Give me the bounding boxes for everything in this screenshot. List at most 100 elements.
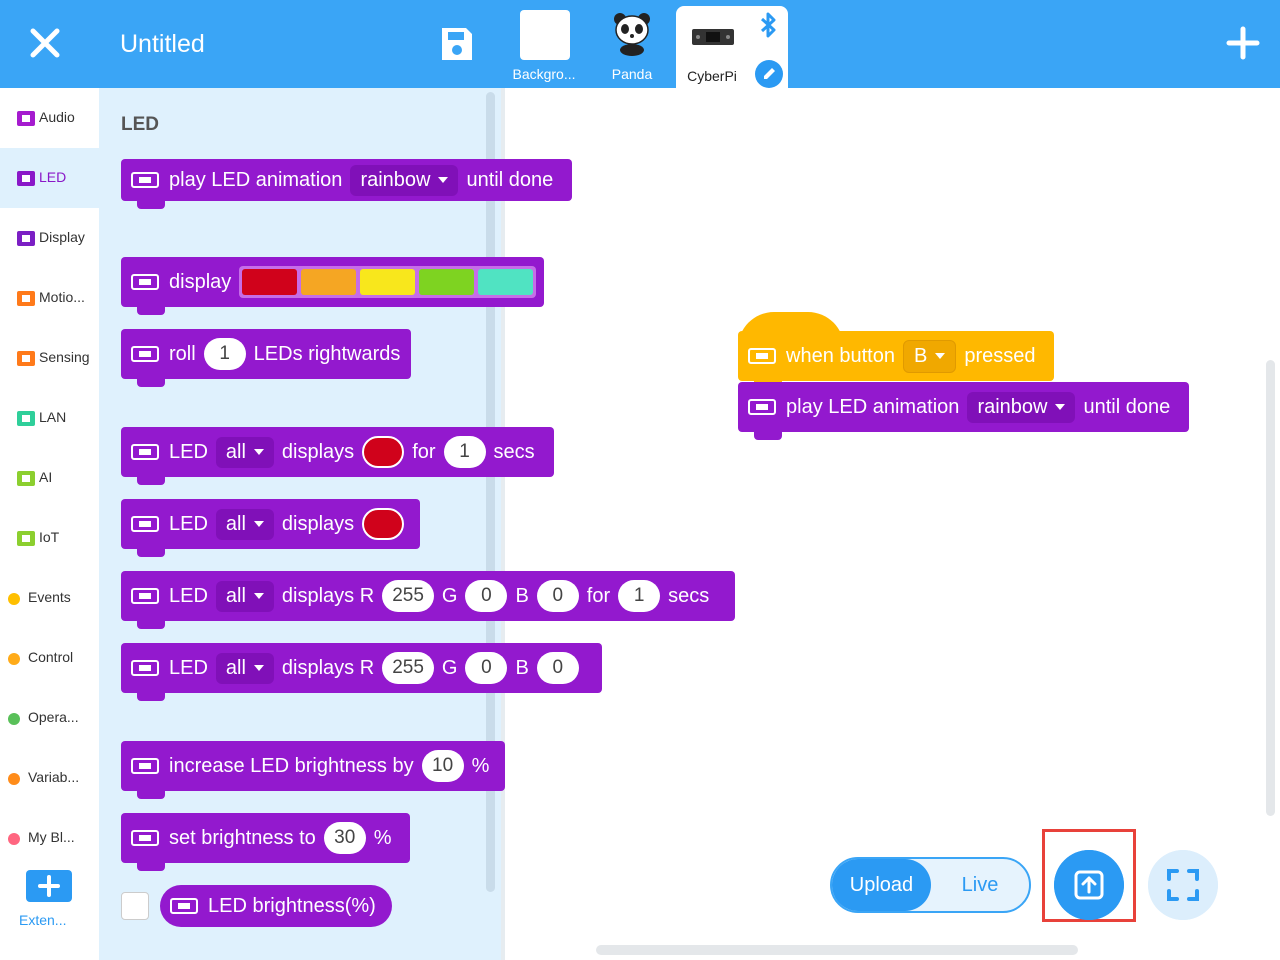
- edit-icon[interactable]: [755, 60, 783, 88]
- led-block-icon: [131, 758, 159, 774]
- secs-input[interactable]: 1: [618, 580, 661, 612]
- block-display-colors[interactable]: display: [121, 257, 544, 315]
- bluetooth-icon[interactable]: [756, 12, 780, 38]
- chevron-down-icon: [438, 177, 449, 183]
- sprite-tab-cyberpi[interactable]: CyberPi: [676, 6, 788, 88]
- category-motion[interactable]: Motio...: [0, 268, 99, 328]
- reporter-checkbox[interactable]: [121, 892, 149, 920]
- color-swatch-2[interactable]: [301, 269, 357, 295]
- category-my-blocks[interactable]: My Bl...: [0, 808, 99, 868]
- block-play-led-animation[interactable]: play LED animation rainbow until done: [121, 159, 572, 209]
- canvas-horizontal-scrollbar[interactable]: [596, 945, 1078, 955]
- category-iot[interactable]: IoT: [0, 508, 99, 568]
- r-input[interactable]: 255: [382, 580, 434, 612]
- category-ai[interactable]: AI: [0, 448, 99, 508]
- brightness-step-input[interactable]: 10: [421, 750, 464, 782]
- led-select-dropdown[interactable]: all: [215, 580, 274, 612]
- brightness-input[interactable]: 30: [323, 822, 366, 854]
- led-block-icon: [131, 830, 159, 846]
- block-led-rgb[interactable]: LED all displays R 255 G 0 B 0: [121, 643, 602, 701]
- block-led-rgb-for-secs[interactable]: LED all displays R 255 G 0 B 0 for 1 sec…: [121, 571, 735, 629]
- led-select-dropdown[interactable]: all: [215, 436, 274, 468]
- operators-dot-icon: [8, 713, 20, 725]
- led-select-dropdown[interactable]: all: [215, 652, 274, 684]
- g-input[interactable]: 0: [465, 580, 508, 612]
- script-when-button-pressed[interactable]: when button B pressed: [738, 331, 1054, 389]
- mode-toggle: Upload Live: [830, 857, 1031, 913]
- block-roll-leds[interactable]: roll 1 LEDs rightwards: [121, 329, 411, 387]
- category-control[interactable]: Control: [0, 628, 99, 688]
- palette-divider: [501, 88, 505, 960]
- variables-dot-icon: [8, 773, 20, 785]
- iot-icon: [17, 531, 35, 546]
- add-extension-icon[interactable]: [26, 870, 72, 902]
- chevron-down-icon: [253, 521, 264, 527]
- top-bar: Untitled Backgro... Panda CyberPi: [0, 0, 1280, 88]
- sprite-label: CyberPi: [687, 68, 737, 84]
- category-lan[interactable]: LAN: [0, 388, 99, 448]
- color-picker[interactable]: [362, 436, 405, 468]
- chevron-down-icon: [935, 353, 946, 359]
- color-swatch-4[interactable]: [419, 269, 475, 295]
- color-swatch-3[interactable]: [360, 269, 416, 295]
- highlight-box: [1042, 829, 1136, 922]
- category-operators[interactable]: Opera...: [0, 688, 99, 748]
- add-icon[interactable]: [1222, 22, 1264, 64]
- block-led-color[interactable]: LED all displays: [121, 499, 420, 557]
- animation-dropdown[interactable]: rainbow: [967, 391, 1076, 423]
- led-icon: [17, 171, 35, 186]
- button-dropdown[interactable]: B: [902, 339, 957, 373]
- chevron-down-icon: [1055, 404, 1066, 410]
- sprite-tab-panda[interactable]: Panda: [596, 0, 668, 88]
- save-icon[interactable]: [438, 24, 476, 64]
- category-events[interactable]: Events: [0, 568, 99, 628]
- category-audio[interactable]: Audio: [0, 88, 99, 148]
- project-title[interactable]: Untitled: [120, 30, 205, 58]
- close-icon[interactable]: [24, 22, 66, 64]
- secs-input[interactable]: 1: [443, 436, 486, 468]
- color-swatch-1[interactable]: [242, 269, 298, 295]
- background-thumbnail: [520, 10, 570, 60]
- ai-icon: [17, 471, 35, 486]
- roll-count-input[interactable]: 1: [203, 338, 246, 370]
- sensing-icon: [17, 351, 35, 366]
- led-color-strip[interactable]: [239, 266, 537, 298]
- upload-icon[interactable]: [1054, 850, 1124, 920]
- cyberpi-device-icon: [692, 29, 734, 45]
- category-variables[interactable]: Variab...: [0, 748, 99, 808]
- extension-label[interactable]: Exten...: [19, 912, 67, 928]
- script-play-led-animation[interactable]: play LED animation rainbow until done: [738, 382, 1189, 440]
- led-select-dropdown[interactable]: all: [215, 508, 274, 540]
- color-picker[interactable]: [362, 508, 405, 540]
- animation-dropdown[interactable]: rainbow: [350, 164, 459, 196]
- palette-scrollbar[interactable]: [486, 92, 495, 892]
- canvas-vertical-scrollbar[interactable]: [1266, 360, 1275, 816]
- category-display[interactable]: Display: [0, 208, 99, 268]
- block-set-brightness[interactable]: set brightness to 30 %: [121, 813, 410, 871]
- led-block-icon: [131, 274, 159, 290]
- g-input[interactable]: 0: [465, 652, 508, 684]
- block-increase-brightness[interactable]: increase LED brightness by 10 %: [121, 741, 505, 799]
- category-sensing[interactable]: Sensing: [0, 328, 99, 388]
- motion-icon: [17, 291, 35, 306]
- led-block-icon: [748, 348, 776, 364]
- b-input[interactable]: 0: [536, 652, 579, 684]
- display-icon: [17, 231, 35, 246]
- control-dot-icon: [8, 653, 20, 665]
- block-led-brightness-reporter[interactable]: LED brightness(%): [160, 885, 392, 927]
- panda-icon: [614, 13, 650, 56]
- category-led[interactable]: LED: [0, 148, 99, 208]
- r-input[interactable]: 255: [382, 652, 434, 684]
- block-led-color-for-secs[interactable]: LED all displays for 1 secs: [121, 427, 554, 485]
- led-block-icon: [131, 660, 159, 676]
- b-input[interactable]: 0: [536, 580, 579, 612]
- upload-mode-button[interactable]: Upload: [832, 859, 931, 911]
- led-block-icon: [748, 399, 776, 415]
- chevron-down-icon: [253, 593, 264, 599]
- my-blocks-dot-icon: [8, 833, 20, 845]
- live-mode-button[interactable]: Live: [961, 873, 999, 896]
- fullscreen-icon[interactable]: [1148, 850, 1218, 920]
- lan-icon: [17, 411, 35, 426]
- color-swatch-5[interactable]: [478, 269, 534, 295]
- sprite-tab-background[interactable]: Backgro...: [505, 0, 583, 88]
